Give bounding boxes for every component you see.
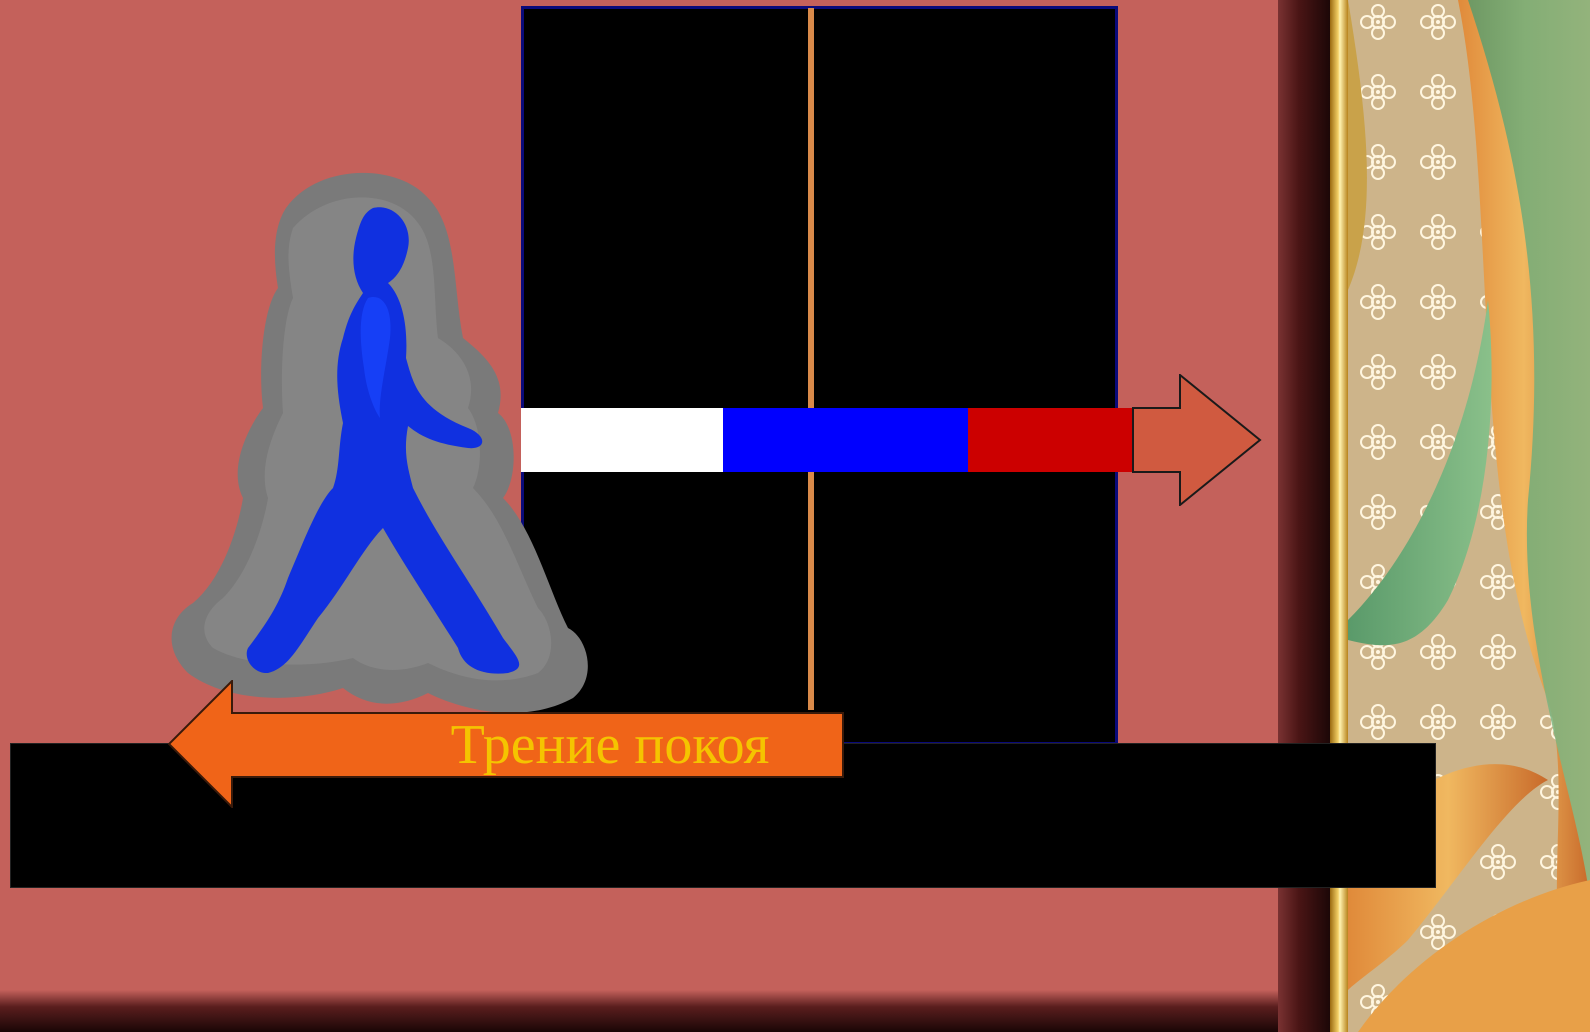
- force-bar-segment-white: [521, 408, 723, 472]
- force-bar-segment-blue: [723, 408, 968, 472]
- arrow-right-icon: [1132, 374, 1262, 506]
- dark-board: [521, 6, 1118, 745]
- slide-bottom-shadow: [0, 990, 1300, 1032]
- arrow-left-icon: [168, 680, 844, 808]
- friction-label: Трение покоя: [450, 714, 770, 776]
- force-bar-segment-red: [968, 408, 1133, 472]
- walking-person-icon: [171, 172, 588, 713]
- board-center-line: [808, 8, 814, 710]
